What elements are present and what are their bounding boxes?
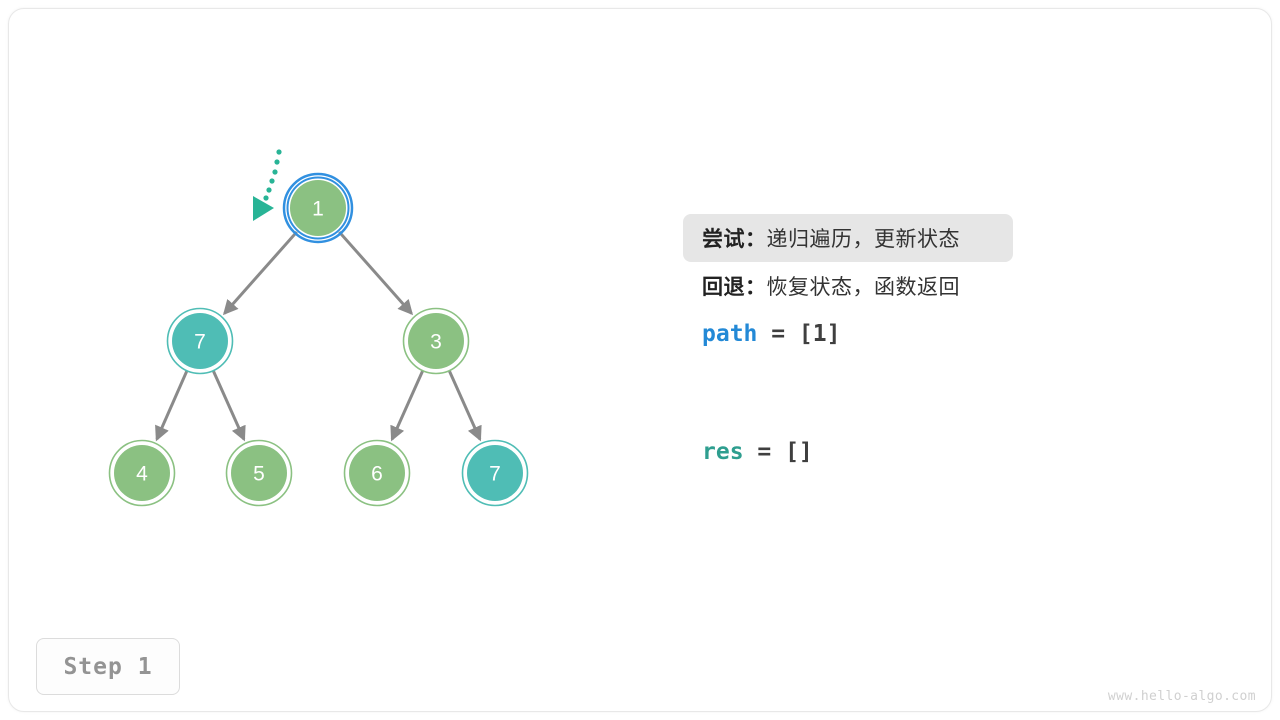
node-outline-ring bbox=[461, 439, 529, 507]
node-value-label: 6 bbox=[371, 463, 383, 486]
try-row-rest: 递归遍历，更新状态 bbox=[766, 228, 960, 251]
node-outline-ring bbox=[108, 439, 176, 507]
path-variable-name: path bbox=[702, 321, 758, 347]
tree-node-6[interactable]: 6 bbox=[343, 439, 411, 507]
node-value-label: 5 bbox=[253, 463, 265, 486]
pointer-dot bbox=[263, 195, 269, 201]
tree-edge bbox=[338, 230, 414, 316]
try-row: 尝试：递归遍历，更新状态 bbox=[683, 214, 1013, 262]
tree-nodes: 1 7 3 4 5 6 7 bbox=[108, 172, 529, 507]
path-variable-value: = [1] bbox=[757, 321, 841, 347]
active-node-inner-ring bbox=[286, 176, 350, 240]
step-badge: Step 1 bbox=[36, 638, 180, 695]
state-panel: 尝试：递归遍历，更新状态 回退：恢复状态，函数返回 path = [1] res… bbox=[683, 214, 1203, 476]
node-outline-ring bbox=[225, 439, 293, 507]
node-circle bbox=[467, 445, 523, 501]
pointer-dot bbox=[266, 187, 272, 193]
tree-edge bbox=[211, 369, 246, 442]
watermark: www.hello-algo.com bbox=[1107, 689, 1256, 704]
node-value-label: 7 bbox=[489, 463, 501, 486]
node-outline-ring bbox=[166, 307, 234, 375]
tree-node-7[interactable]: 7 bbox=[461, 439, 529, 507]
try-row-bold: 尝试： bbox=[702, 228, 767, 251]
res-variable-row: res = [] bbox=[683, 428, 1203, 476]
active-node-ring bbox=[282, 172, 354, 244]
tree-edge bbox=[155, 369, 189, 442]
node-circle bbox=[114, 445, 170, 501]
backtrack-row-bold: 回退： bbox=[702, 276, 767, 299]
tree-edges bbox=[155, 230, 482, 442]
tree-edge bbox=[390, 369, 425, 442]
node-circle bbox=[172, 313, 228, 369]
res-variable-name: res bbox=[702, 439, 744, 465]
panel-spacer bbox=[683, 358, 1203, 428]
pointer-dot bbox=[274, 159, 280, 165]
node-value-label: 3 bbox=[430, 331, 442, 354]
node-circle bbox=[231, 445, 287, 501]
backtrack-row: 回退：恢复状态，函数返回 bbox=[683, 262, 1203, 310]
tree-node-3[interactable]: 3 bbox=[402, 307, 470, 375]
try-row-text: 尝试：递归遍历，更新状态 bbox=[702, 223, 960, 253]
tree-node-7[interactable]: 7 bbox=[166, 307, 234, 375]
node-value-label: 7 bbox=[194, 331, 206, 354]
pointer-dot bbox=[276, 149, 282, 155]
node-value-label: 1 bbox=[312, 198, 324, 221]
node-outline-ring bbox=[343, 439, 411, 507]
tree-node-1[interactable]: 1 bbox=[282, 172, 354, 244]
node-circle bbox=[349, 445, 405, 501]
tree-node-5[interactable]: 5 bbox=[225, 439, 293, 507]
node-value-label: 4 bbox=[136, 463, 148, 486]
tree-edge bbox=[222, 230, 298, 316]
backtrack-row-text: 回退：恢复状态，函数返回 bbox=[702, 271, 960, 301]
node-circle bbox=[290, 180, 346, 236]
recursion-entry-pointer bbox=[253, 149, 282, 221]
pointer-arrowhead-icon bbox=[253, 196, 274, 221]
node-circle bbox=[408, 313, 464, 369]
pointer-dot bbox=[272, 169, 278, 175]
tree-edge bbox=[447, 369, 482, 442]
path-variable-row: path = [1] bbox=[683, 310, 1203, 358]
pointer-dot bbox=[269, 178, 275, 184]
backtrack-row-rest: 恢复状态，函数返回 bbox=[766, 276, 960, 299]
tree-node-4[interactable]: 4 bbox=[108, 439, 176, 507]
res-variable-value: = [] bbox=[743, 439, 813, 465]
node-outline-ring bbox=[402, 307, 470, 375]
